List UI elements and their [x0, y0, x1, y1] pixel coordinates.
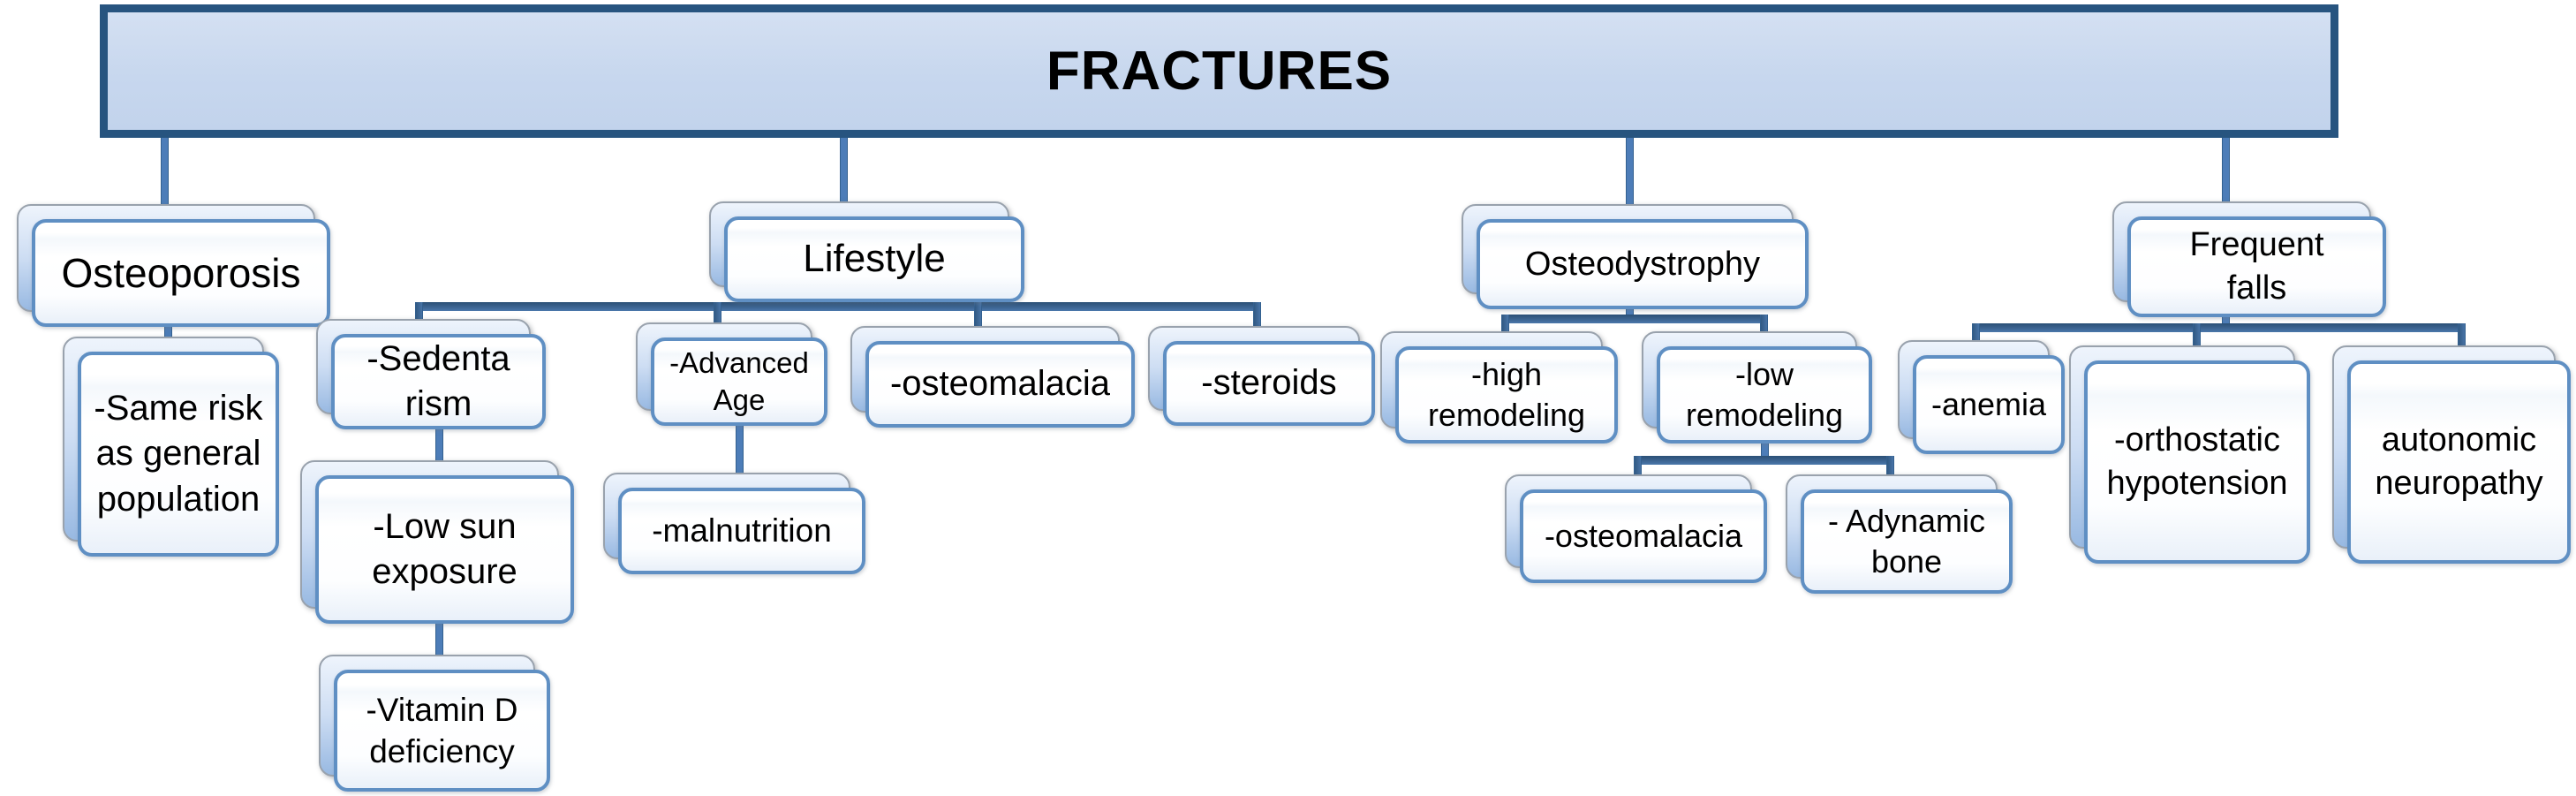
fractures-title-label: FRACTURES: [1046, 41, 1393, 102]
node-osteodystrophy: Osteodystrophy: [1462, 204, 1809, 309]
node-malnutrition: -malnutrition: [603, 473, 865, 574]
bus-low-remodeling: [1634, 456, 1894, 465]
node-high-remodeling: -high remodeling: [1380, 331, 1618, 443]
connector-title-osteodystrophy: [1626, 131, 1634, 231]
osteomalacia-lifestyle-label: -osteomalacia: [889, 364, 1110, 404]
adynamic-bone-label: - Adynamic bone: [1827, 502, 1986, 580]
node-autonomic-neuropathy: autonomic neuropathy: [2332, 345, 2571, 564]
node-front-card: -orthostatic hypotension: [2084, 360, 2310, 564]
node-lifestyle: Lifestyle: [709, 201, 1024, 302]
osteoporosis-label: Osteoporosis: [61, 249, 301, 296]
node-front-card: Lifestyle: [724, 216, 1024, 302]
bus-osteodystrophy: [1501, 315, 1768, 323]
anemia-label: -anemia: [1930, 385, 2047, 422]
node-front-card: -steroids: [1163, 341, 1375, 426]
node-front-card: autonomic neuropathy: [2347, 360, 2571, 564]
connector-osteodystrophy-bus: [1626, 307, 1634, 320]
node-front-card: -Sedenta rism: [331, 334, 546, 429]
node-vitamin-d: -Vitamin D deficiency: [319, 655, 550, 792]
node-osteomalacia-lifestyle: -osteomalacia: [850, 326, 1135, 428]
node-fractures-title: FRACTURES: [100, 4, 2338, 138]
node-front-card: -Vitamin D deficiency: [334, 670, 550, 792]
node-front-card: -malnutrition: [618, 488, 865, 574]
node-front-card: Osteoporosis: [32, 219, 330, 327]
node-frequent-falls: Frequent falls: [2112, 201, 2386, 317]
osteomalacia-remodeling-label: -osteomalacia: [1544, 517, 1743, 554]
sedentarism-label: -Sedenta rism: [366, 338, 510, 423]
node-front-card: -high remodeling: [1395, 346, 1618, 443]
frequent-falls-label: Frequent falls: [2189, 226, 2324, 307]
connector-low-remodeling-bus: [1761, 442, 1769, 461]
malnutrition-label: -malnutrition: [652, 512, 832, 550]
node-osteomalacia-remodeling: -osteomalacia: [1505, 474, 1767, 583]
connector-low-sun-vitamin-d: [435, 622, 443, 682]
node-steroids: -steroids: [1148, 326, 1375, 426]
bus-lifestyle: [415, 302, 1261, 311]
steroids-label: -steroids: [1201, 363, 1337, 403]
high-remodeling-label: -high remodeling: [1427, 355, 1586, 433]
node-front-card: -Advanced Age: [651, 337, 827, 426]
node-anemia: -anemia: [1898, 340, 2065, 454]
node-front-card: Osteodystrophy: [1477, 219, 1809, 309]
node-front-card: Frequent falls: [2127, 216, 2386, 317]
node-osteoporosis: Osteoporosis: [17, 204, 330, 327]
node-low-remodeling: -low remodeling: [1642, 331, 1872, 443]
node-orthostatic-hypotension: -orthostatic hypotension: [2069, 345, 2310, 564]
node-same-risk: -Same risk as general population: [63, 337, 279, 557]
connector-sedentarism-low-sun: [435, 428, 443, 488]
node-front-card: -low remodeling: [1657, 346, 1872, 443]
bus-frequent-falls: [1972, 323, 2466, 332]
node-advanced-age: -Advanced Age: [636, 322, 827, 426]
node-front-card: -Same risk as general population: [78, 352, 279, 557]
orthostatic-hypotension-label: -orthostatic hypotension: [2106, 421, 2288, 502]
node-front-card: -osteomalacia: [1520, 489, 1767, 583]
node-front-card: - Adynamic bone: [1801, 489, 2013, 594]
connector-frequent-falls-bus: [2222, 315, 2230, 329]
advanced-age-label: -Advanced Age: [669, 345, 809, 416]
node-sedentarism: -Sedenta rism: [316, 319, 546, 429]
connector-title-frequent-falls: [2222, 131, 2230, 228]
vitamin-d-label: -Vitamin D deficiency: [366, 691, 518, 769]
node-front-card: -anemia: [1913, 355, 2065, 454]
node-front-card: -osteomalacia: [865, 341, 1135, 428]
autonomic-neuropathy-label: autonomic neuropathy: [2375, 421, 2543, 502]
connector-title-lifestyle: [840, 131, 848, 228]
low-sun-label: -Low sun exposure: [372, 506, 517, 591]
osteodystrophy-label: Osteodystrophy: [1524, 245, 1761, 283]
node-low-sun: -Low sun exposure: [300, 460, 574, 624]
node-adynamic-bone: - Adynamic bone: [1786, 474, 2013, 594]
same-risk-label: -Same risk as general population: [94, 389, 263, 519]
lifestyle-label: Lifestyle: [803, 237, 946, 281]
connector-advanced-age-malnutrition: [736, 424, 744, 500]
low-remodeling-label: -low remodeling: [1685, 355, 1844, 433]
node-front-card: -Low sun exposure: [315, 475, 574, 624]
connector-title-osteoporosis: [161, 131, 169, 230]
